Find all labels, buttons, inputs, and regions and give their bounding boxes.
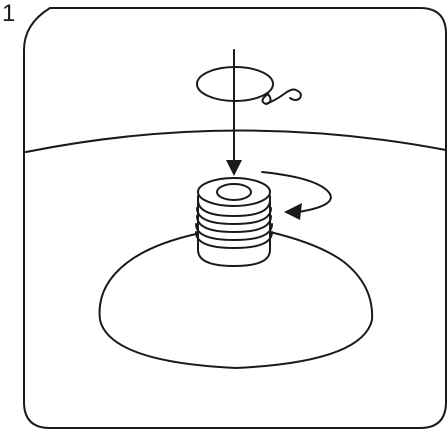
rotate-arrowhead — [284, 203, 302, 220]
suction-cup-base — [98, 231, 374, 369]
illustration-frame — [23, 7, 447, 429]
down-arrowhead — [226, 160, 242, 176]
rotate-arrow-curve — [261, 171, 332, 213]
ceiling-surface-curve — [25, 129, 447, 153]
threaded-stem — [195, 177, 273, 267]
step-number: 1 — [2, 0, 16, 27]
hook-icon — [196, 66, 302, 105]
